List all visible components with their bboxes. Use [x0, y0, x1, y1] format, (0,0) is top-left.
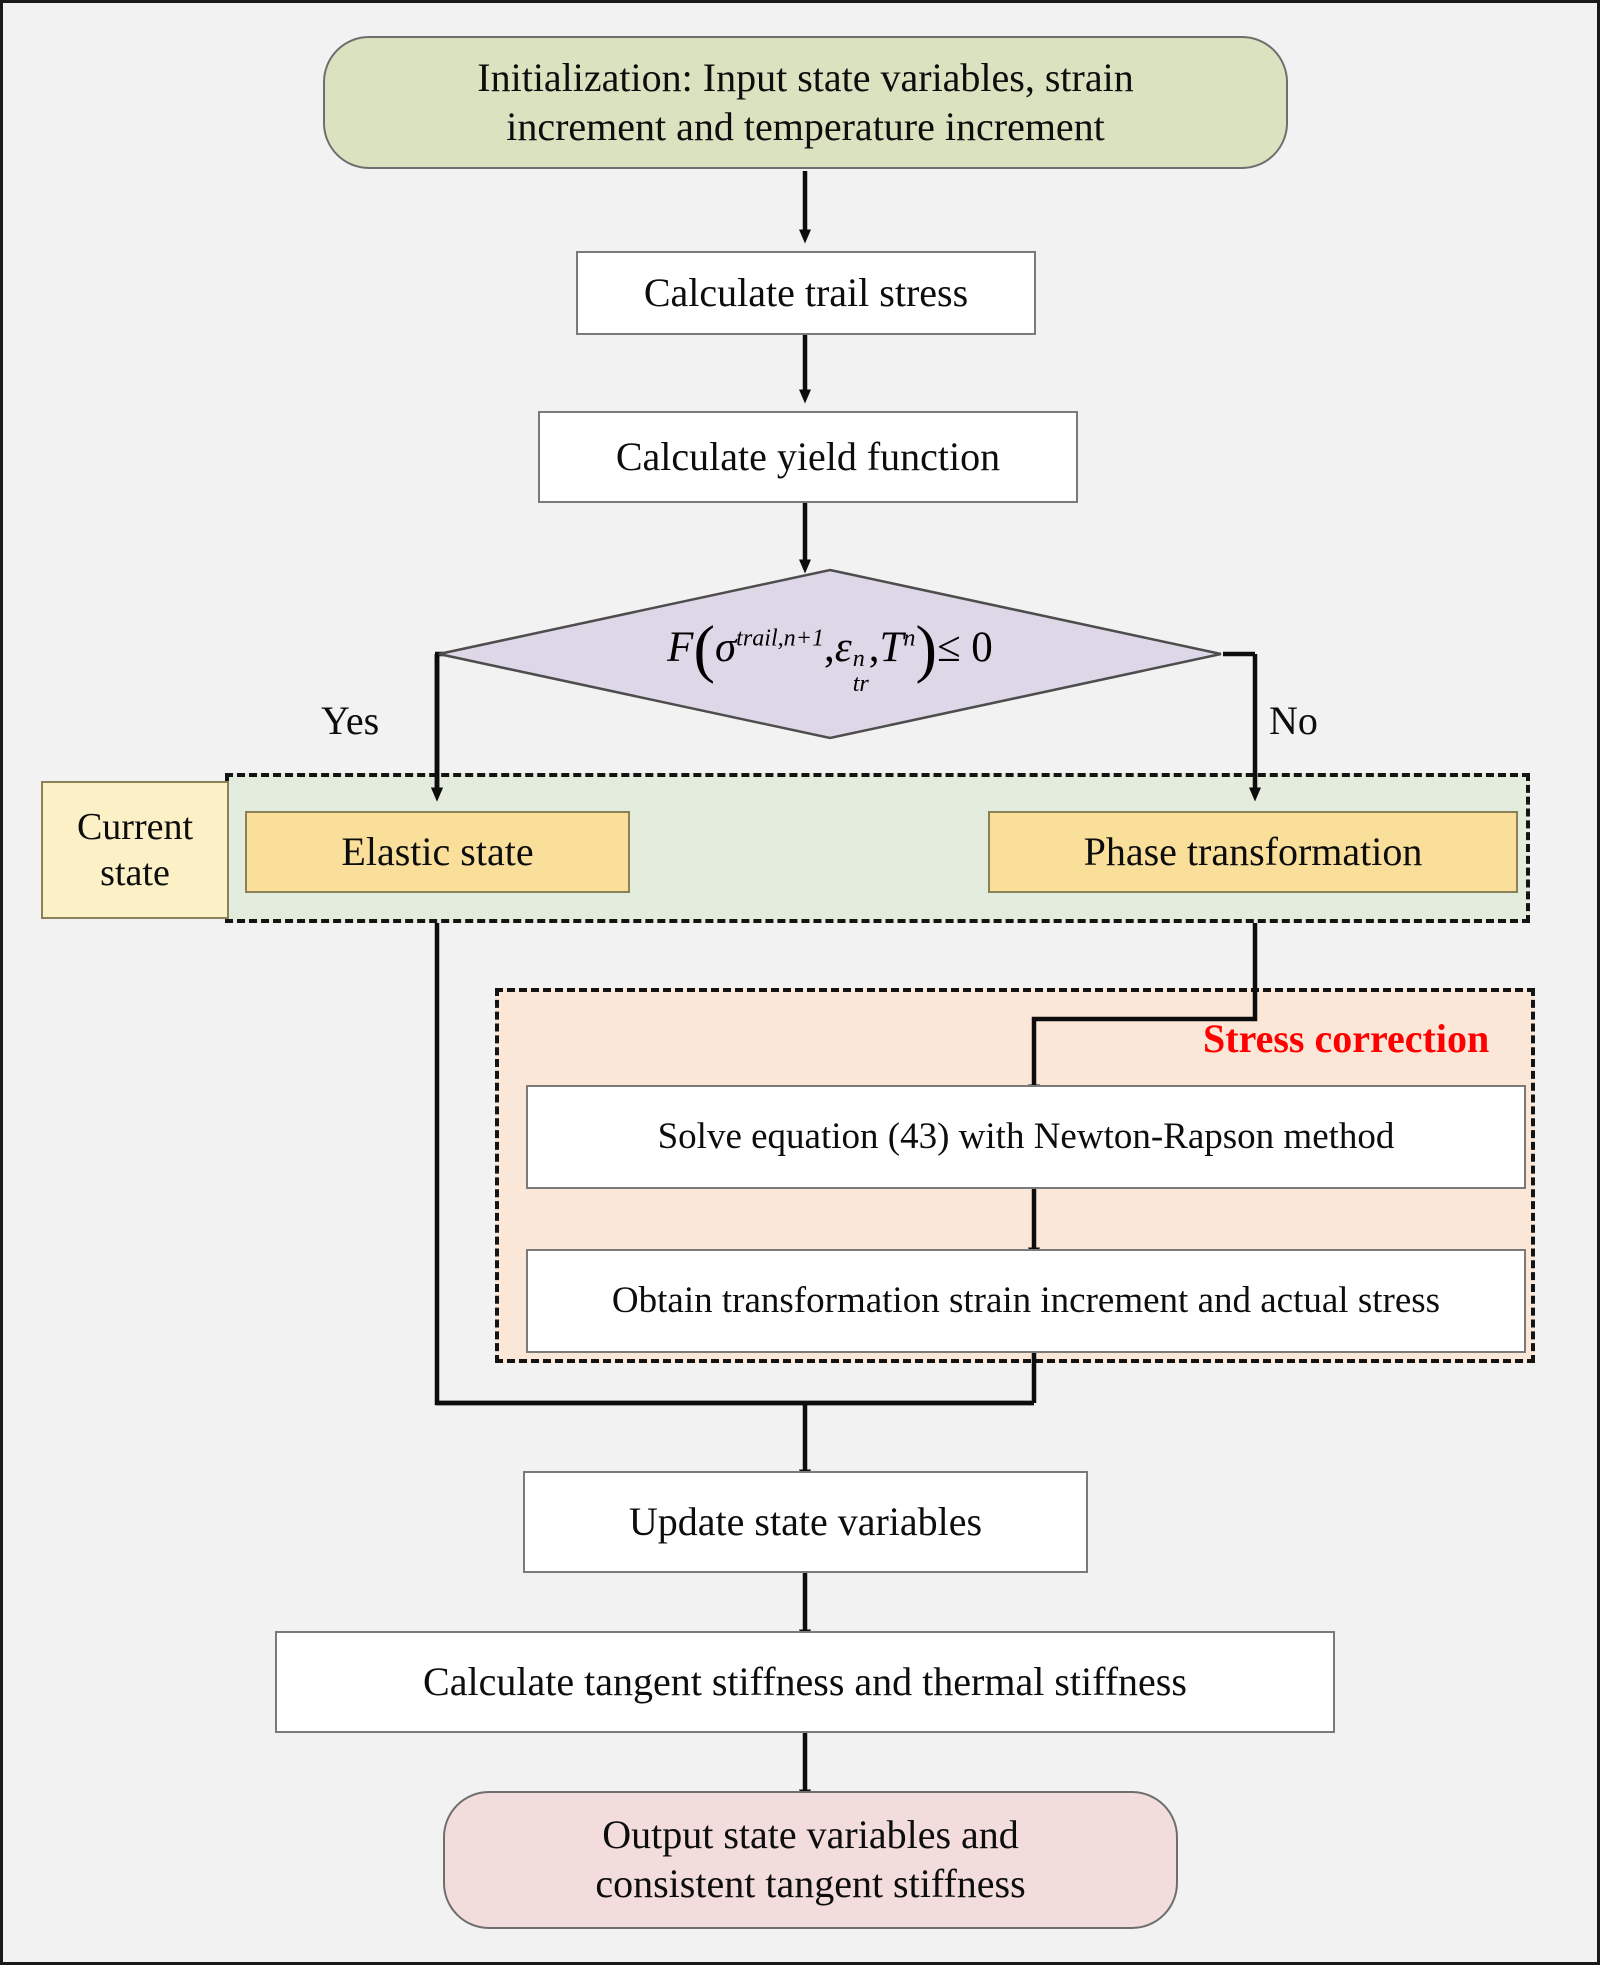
node-update-state-variables[interactable]: Update state variables: [523, 1471, 1088, 1573]
node-calculate-trail-stress-label: Calculate trail stress: [643, 269, 969, 315]
node-output[interactable]: Output state variables and consistent ta…: [443, 1791, 1178, 1929]
node-initialization[interactable]: Initialization: Input state variables, s…: [323, 36, 1288, 169]
current-state-line2: state: [100, 852, 170, 894]
node-output-label: Output state variables and consistent ta…: [595, 1812, 1026, 1906]
node-initialization-label: Initialization: Input state variables, s…: [477, 54, 1134, 149]
node-solve-equation[interactable]: Solve equation (43) with Newton-Rapson m…: [526, 1085, 1526, 1189]
node-solve-equation-label: Solve equation (43) with Newton-Rapson m…: [657, 1116, 1395, 1158]
node-phase-transformation-label: Phase transformation: [1083, 828, 1423, 874]
edge-label-no: No: [1269, 698, 1318, 743]
node-calculate-yield-function-label: Calculate yield function: [615, 433, 1001, 479]
node-elastic-state[interactable]: Elastic state: [245, 811, 630, 893]
node-calculate-trail-stress[interactable]: Calculate trail stress: [576, 251, 1036, 335]
node-phase-transformation[interactable]: Phase transformation: [988, 811, 1518, 893]
node-elastic-state-label: Elastic state: [341, 828, 534, 874]
edge-label-yes: Yes: [321, 698, 380, 743]
node-obtain-transformation-strain-label: Obtain transformation strain increment a…: [611, 1280, 1441, 1322]
node-calculate-stiffness-label: Calculate tangent stiffness and thermal …: [423, 1658, 1187, 1704]
stress-correction-label: Stress correction: [1203, 1016, 1490, 1061]
node-calculate-stiffness[interactable]: Calculate tangent stiffness and thermal …: [275, 1631, 1335, 1733]
decision-diamond-shape: [438, 568, 1222, 740]
node-current-state-legend: Current state: [41, 781, 229, 919]
node-calculate-yield-function[interactable]: Calculate yield function: [538, 411, 1078, 503]
current-state-line1: Current: [76, 805, 194, 848]
node-update-state-variables-label: Update state variables: [628, 1498, 983, 1544]
node-obtain-transformation-strain[interactable]: Obtain transformation strain increment a…: [526, 1249, 1526, 1353]
